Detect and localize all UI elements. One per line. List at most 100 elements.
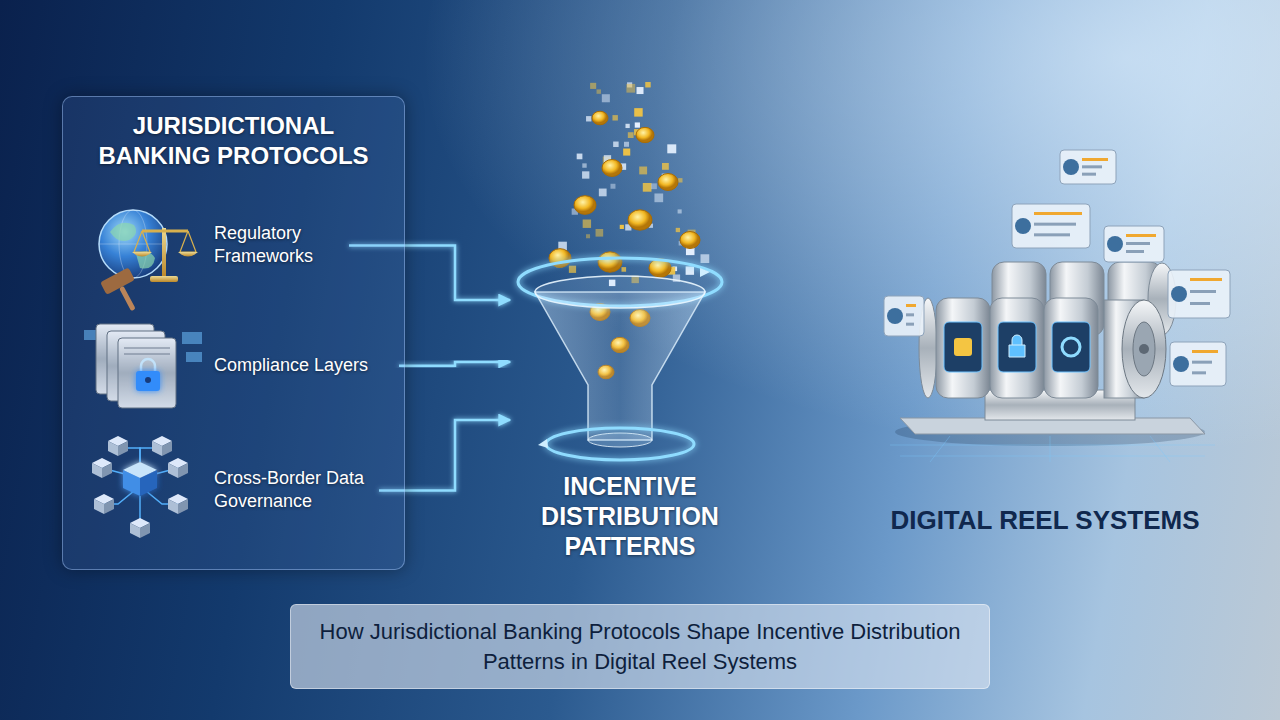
reel	[1044, 298, 1098, 398]
card-line	[906, 323, 914, 326]
data-pixel	[624, 142, 629, 147]
process-stage: INCENTIVE DISTRIBUTION PATTERNS	[510, 80, 750, 565]
node-label: DIGITAL REEL SYSTEMS	[884, 505, 1206, 536]
data-pixel	[583, 220, 591, 228]
grid-line	[890, 445, 1215, 446]
data-pixel	[586, 234, 590, 238]
card-line	[906, 304, 916, 307]
node-label: Compliance Layers	[214, 354, 399, 377]
card-body	[1170, 342, 1226, 386]
card-avatar	[887, 308, 903, 324]
reel-drum	[936, 298, 990, 398]
data-pixel	[621, 267, 626, 272]
gold-coin	[680, 232, 700, 249]
card-line	[1034, 212, 1082, 215]
profile-card	[884, 296, 924, 336]
card-body	[1012, 204, 1090, 248]
data-pixel	[635, 122, 640, 127]
data-pixel	[651, 183, 657, 189]
data-pixel	[678, 178, 682, 182]
data-pixel	[634, 108, 642, 116]
front-reels	[936, 298, 1098, 398]
reel-window	[1052, 322, 1090, 372]
ring-arrowhead	[700, 268, 710, 277]
reel	[936, 298, 990, 398]
card-line	[1126, 234, 1156, 237]
gold-coin	[598, 252, 622, 272]
group-panel: JURISDICTIONAL BANKING PROTOCOLS Regulato…	[62, 96, 405, 570]
data-pixel	[623, 149, 630, 156]
drum-hub	[1139, 344, 1149, 354]
card-line	[1192, 350, 1218, 353]
grid-line	[1150, 436, 1170, 462]
floating-cards	[884, 150, 1230, 386]
profile-card	[1012, 204, 1090, 248]
card-avatar	[1173, 356, 1189, 372]
grid-line	[900, 456, 1205, 457]
system-stage: DIGITAL REEL SYSTEMS	[880, 190, 1210, 540]
card-avatar	[1063, 159, 1079, 175]
card-line	[1034, 223, 1076, 226]
reel-drum	[1044, 298, 1098, 398]
data-pixel	[602, 94, 610, 102]
flow-arrow	[399, 362, 510, 366]
card-line	[1126, 250, 1144, 253]
card-avatar	[1107, 236, 1123, 252]
category-label: Regulatory Frameworks	[214, 220, 349, 271]
card-avatar	[1015, 218, 1031, 234]
data-pixel	[577, 154, 583, 160]
card-body	[1168, 270, 1230, 318]
data-pixel	[626, 84, 635, 93]
data-pixel	[700, 254, 709, 263]
node-label: Regulatory Frameworks	[214, 222, 349, 269]
data-pixel	[639, 167, 647, 175]
card-line	[1190, 290, 1216, 293]
data-pixel	[667, 144, 676, 153]
card-line	[906, 313, 914, 316]
reel-symbol	[1062, 338, 1080, 356]
funnel-illustration	[518, 258, 722, 460]
panel-heading: JURISDICTIONAL BANKING PROTOCOLS	[75, 111, 392, 171]
profile-card	[1170, 342, 1226, 386]
caption: How Jurisdictional Banking Protocols Sha…	[313, 617, 967, 676]
card-line	[1082, 173, 1096, 176]
data-pixel	[590, 83, 596, 89]
card-line	[1192, 361, 1212, 364]
data-pixel	[620, 225, 624, 229]
funnel-spout	[588, 433, 652, 447]
reel	[990, 298, 1044, 398]
data-pixel	[569, 266, 576, 273]
floor-grid	[890, 436, 1215, 462]
card-line	[1126, 242, 1150, 245]
data-pixel	[686, 266, 694, 274]
data-pixel	[654, 193, 663, 202]
data-pixel	[597, 89, 601, 93]
node-label: INCENTIVE DISTRIBUTION PATTERNS	[514, 471, 746, 561]
caption-box: How Jurisdictional Banking Protocols Sha…	[290, 604, 990, 689]
data-pixel	[599, 189, 607, 197]
gold-coin	[602, 160, 622, 177]
reel-symbol	[954, 338, 972, 356]
gold-coin	[574, 196, 596, 215]
card-body	[1060, 150, 1116, 184]
data-pixel	[582, 171, 589, 178]
drum-inner	[1133, 322, 1155, 376]
card-line	[1082, 165, 1102, 168]
card-avatar	[1171, 286, 1187, 302]
card-line	[1190, 278, 1222, 281]
gold-coin	[628, 210, 652, 230]
data-pixel	[662, 163, 669, 170]
data-pixel	[613, 142, 618, 147]
card-line	[1034, 233, 1070, 236]
grid-line	[1050, 436, 1051, 462]
card-line	[1082, 158, 1108, 161]
data-pixel	[625, 124, 629, 128]
data-pixel	[596, 229, 604, 237]
swirl-ring	[546, 428, 694, 460]
card-line	[1192, 371, 1206, 374]
card-body	[884, 296, 924, 336]
reel-window	[998, 322, 1036, 372]
funnel-body	[535, 292, 705, 440]
data-pixel	[637, 87, 644, 94]
